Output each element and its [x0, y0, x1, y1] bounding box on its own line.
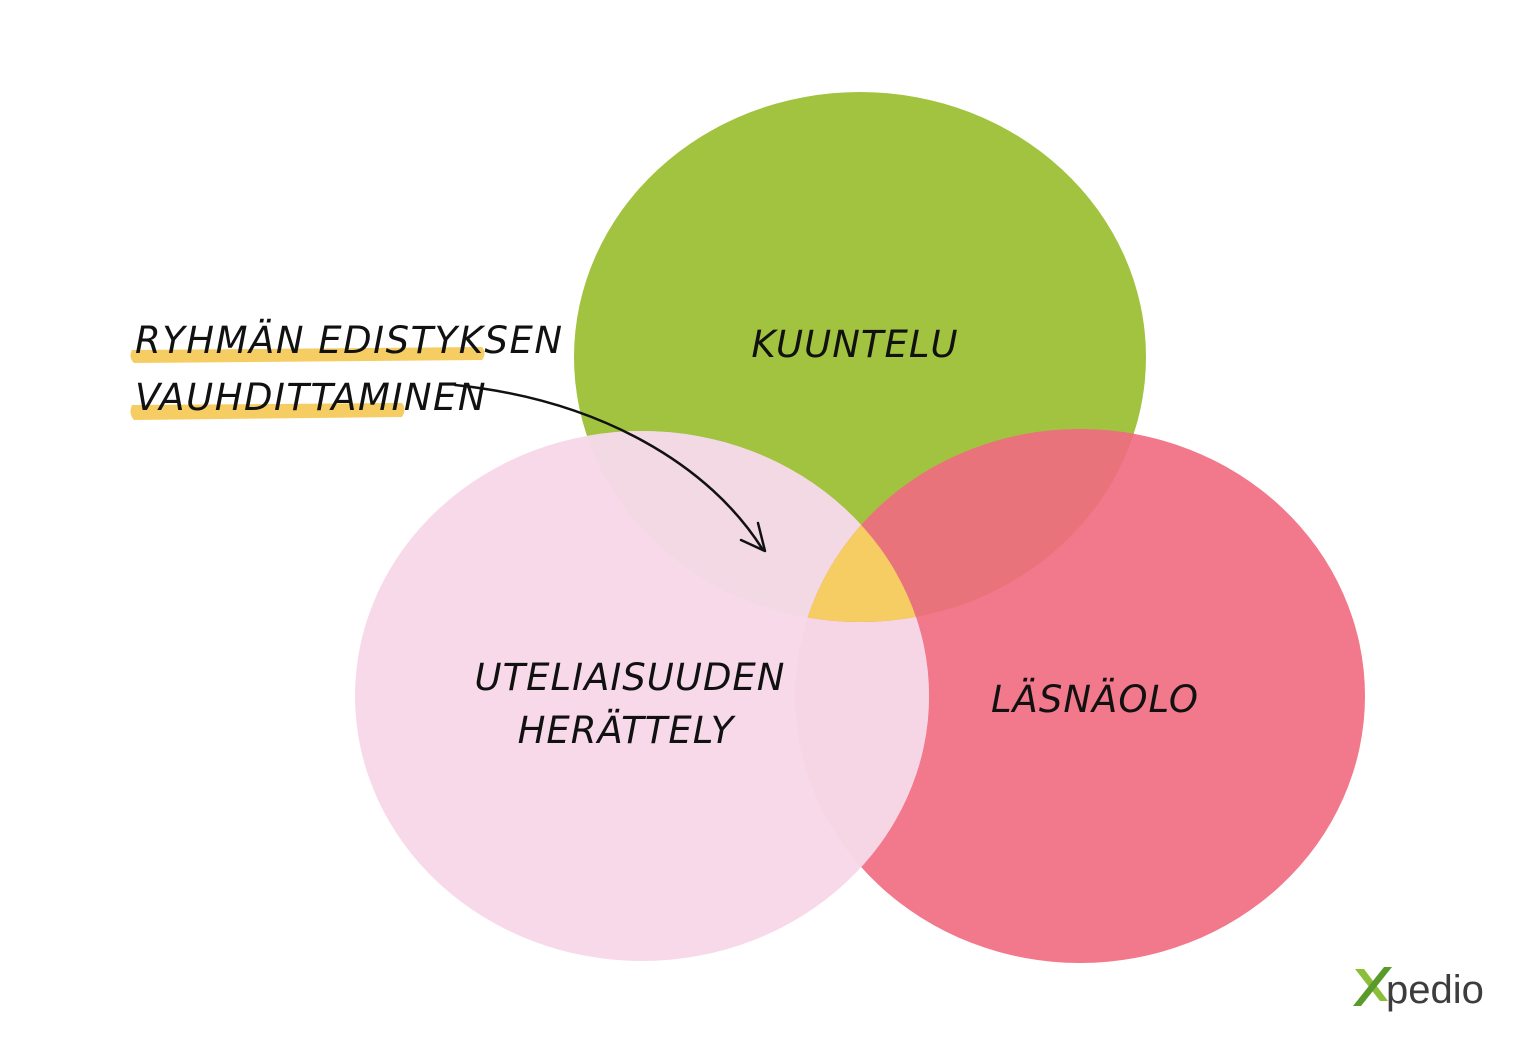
label-kuuntelu: KUUNTELU: [751, 323, 958, 366]
callout-line-1: RYHMÄN EDISTYKSEN: [135, 319, 564, 362]
callout-line-2: VAUHDITTAMINEN: [135, 376, 487, 419]
xpedio-logo: pedio: [1353, 967, 1484, 1012]
logo-x-right-stroke: [1353, 967, 1392, 1006]
callout-highlight-2: [130, 403, 405, 420]
label-lasnaolo: LÄSNÄOLO: [991, 678, 1199, 721]
callout-arrow: [453, 383, 765, 552]
label-herattely: HERÄTTELY: [518, 709, 736, 752]
logo-wordmark: pedio: [1386, 968, 1484, 1012]
overlap-top-left: [574, 431, 929, 622]
callout-arrowhead: [739, 521, 767, 553]
callout-highlight-1: [130, 347, 485, 363]
label-uteliaisuuden: UTELIAISUUDEN: [474, 656, 785, 699]
overlap-top-right: [795, 429, 1146, 622]
